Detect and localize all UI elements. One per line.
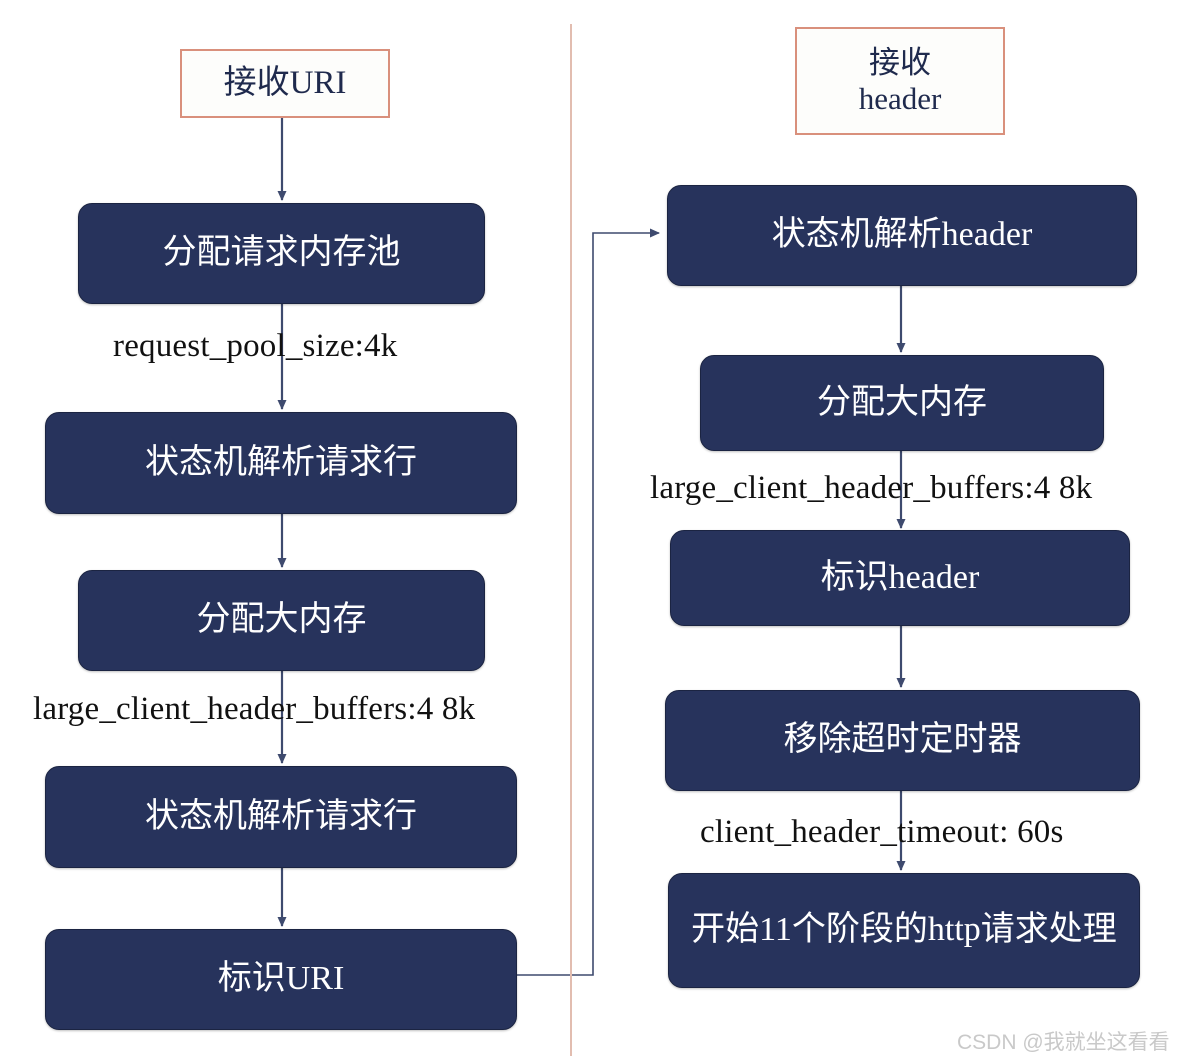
edge-label-large-client-header-buffers-left: large_client_header_buffers:4 8k bbox=[33, 691, 476, 727]
node-label: 状态机解析请求行 bbox=[145, 797, 417, 835]
node-label: 标识header bbox=[820, 558, 980, 596]
terminator-receive-uri[interactable]: 接收URI bbox=[180, 49, 390, 118]
node-remove-timeout-timer[interactable]: 移除超时定时器 bbox=[665, 690, 1140, 791]
node-parse-request-line-2[interactable]: 状态机解析请求行 bbox=[45, 766, 517, 868]
column-divider bbox=[570, 24, 572, 1056]
edge-label-request-pool-size: request_pool_size:4k bbox=[113, 328, 398, 364]
connector-l5-to-r1 bbox=[517, 228, 660, 976]
node-allocate-request-pool[interactable]: 分配请求内存池 bbox=[78, 203, 485, 304]
node-start-11-phase-http-processing[interactable]: 开始11个阶段的http请求处理 bbox=[668, 873, 1140, 988]
csdn-watermark: CSDN @我就坐这看看 bbox=[957, 1031, 1170, 1054]
node-label: 分配大内存 bbox=[817, 383, 987, 421]
node-label: 状态机解析请求行 bbox=[145, 443, 417, 481]
terminator-receive-header[interactable]: 接收 header bbox=[795, 27, 1005, 135]
edge-label-client-header-timeout: client_header_timeout: 60s bbox=[700, 814, 1064, 850]
node-identify-header[interactable]: 标识header bbox=[670, 530, 1130, 626]
node-label: 标识URI bbox=[217, 960, 345, 998]
edge-label-large-client-header-buffers-right: large_client_header_buffers:4 8k bbox=[650, 470, 1093, 506]
node-label: 状态机解析header bbox=[771, 216, 1033, 254]
terminator-receive-uri-line-1: 接收URI bbox=[223, 64, 347, 101]
node-allocate-large-buffer-right[interactable]: 分配大内存 bbox=[700, 355, 1104, 451]
node-allocate-large-buffer-left[interactable]: 分配大内存 bbox=[78, 570, 485, 671]
node-parse-request-line-1[interactable]: 状态机解析请求行 bbox=[45, 412, 517, 514]
terminator-receive-header-line-1: 接收 bbox=[869, 45, 931, 81]
node-label: 移除超时定时器 bbox=[783, 721, 1022, 759]
terminator-receive-header-line-2: header bbox=[858, 81, 942, 116]
node-parse-header[interactable]: 状态机解析header bbox=[667, 185, 1137, 286]
node-label: 分配请求内存池 bbox=[162, 234, 401, 272]
node-identify-uri[interactable]: 标识URI bbox=[45, 929, 517, 1030]
node-label: 分配大内存 bbox=[196, 601, 367, 639]
node-label: 开始11个阶段的http请求处理 bbox=[691, 911, 1117, 949]
